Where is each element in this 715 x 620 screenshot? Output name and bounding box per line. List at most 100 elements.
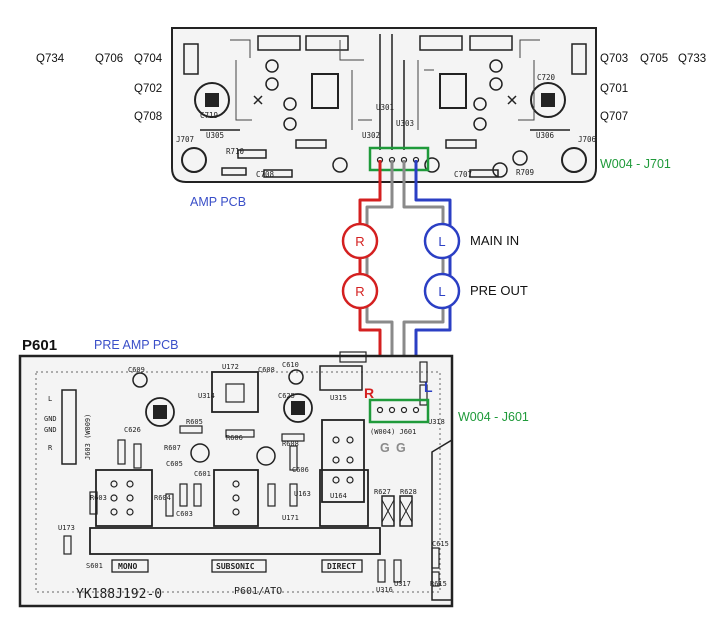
label-u317: U317	[394, 580, 411, 588]
label-r606: R606	[226, 434, 243, 442]
label-u301: U301	[376, 103, 394, 112]
switch-block-2	[213, 469, 259, 527]
label-j706: J706	[578, 135, 597, 144]
label-r709: R709	[516, 168, 534, 177]
label-q703: Q703	[600, 53, 628, 65]
label-u173: U173	[58, 524, 75, 532]
switch-block-1	[95, 469, 153, 527]
label-c605: C605	[166, 460, 183, 468]
capacitor-c719	[194, 82, 230, 118]
label-u163: U163	[294, 490, 311, 498]
label-s601: S601	[86, 562, 103, 570]
label-r604: R604	[154, 494, 171, 502]
main-in-l-circle	[423, 222, 461, 260]
label-q708: Q708	[134, 111, 162, 123]
wire-l	[414, 160, 452, 410]
pre-amp-connector-label: W004 - J601	[458, 410, 529, 424]
label-c610: C610	[282, 361, 299, 369]
label-c626: C626	[124, 426, 141, 434]
label-q701: Q701	[600, 83, 628, 95]
capacitor-c626	[145, 397, 175, 427]
pre-amp-board-id: P601	[22, 337, 57, 354]
amp-ic-left	[311, 73, 339, 109]
button-subsonic[interactable]	[211, 559, 267, 573]
label-j707: J707	[176, 135, 194, 144]
wire-r	[358, 160, 382, 410]
switch-block-3	[319, 469, 369, 527]
board-code: P601/ATO	[234, 586, 282, 597]
label-c603: C603	[176, 510, 193, 518]
button-direct[interactable]	[321, 559, 363, 573]
part-number: YK188J192-0	[76, 587, 162, 602]
j601-channel-r: R	[364, 385, 374, 401]
button-direct-label: DIRECT	[327, 562, 356, 571]
pre-out-r-label: R	[355, 284, 364, 299]
label-c608: C608	[258, 366, 275, 374]
label-u306: U306	[536, 131, 555, 140]
j603-pin-gnd-1: GND	[44, 415, 57, 423]
button-mono[interactable]	[111, 559, 149, 573]
main-in-l-label: L	[438, 234, 445, 249]
main-in-r-circle	[341, 222, 379, 260]
label-c606: C606	[292, 466, 309, 474]
j603-pin-l: L	[48, 395, 52, 403]
label-q704: Q704	[134, 53, 163, 65]
label-u315: U315	[330, 394, 347, 402]
capacitor-c720	[530, 82, 566, 118]
label-r608: R608	[282, 440, 299, 448]
wire-ground-2	[402, 160, 445, 410]
label-c708: C708	[256, 170, 275, 179]
main-in-group: R L MAIN IN	[341, 222, 519, 260]
amp-pcb-board: C719 C720 J707 J706 U305 U306 U301 U302 …	[171, 27, 597, 183]
label-u318: U318	[428, 418, 445, 426]
pre-out-group: R L PRE OUT	[341, 272, 528, 310]
switch-bar	[89, 527, 381, 555]
pre-out-r-circle	[341, 272, 379, 310]
label-u316: U316	[376, 586, 393, 594]
label-u171: U171	[282, 514, 299, 522]
label-u172: U172	[222, 363, 239, 371]
main-in-r-label: R	[355, 234, 364, 249]
ground-label-1: G	[380, 441, 390, 455]
j603-label: J603 (W009)	[84, 414, 92, 460]
connector-j601	[368, 398, 430, 424]
label-u305: U305	[206, 131, 224, 140]
label-c615: C615	[432, 540, 449, 548]
j601-channel-l: L	[424, 379, 433, 395]
label-r615: R615	[430, 580, 447, 588]
ground-label-2: G	[396, 441, 406, 455]
label-u314: U314	[198, 392, 215, 400]
label-r710: R710	[226, 147, 245, 156]
amp-pcb-label: AMP PCB	[190, 195, 246, 209]
label-c601: C601	[194, 470, 211, 478]
label-q734: Q734	[36, 53, 65, 65]
mounting-hole	[561, 147, 587, 173]
label-r607: R607	[164, 444, 181, 452]
label-q706: Q706	[95, 53, 123, 65]
label-u303: U303	[396, 119, 414, 128]
label-u164: U164	[330, 492, 347, 500]
label-q707: Q707	[600, 111, 628, 123]
pre-amp-pcb-label: PRE AMP PCB	[94, 338, 179, 352]
connector-j701	[368, 146, 430, 172]
ic-u172	[211, 371, 259, 413]
pre-out-l-label: L	[438, 284, 445, 299]
mounting-hole	[181, 147, 207, 173]
connector-u315	[319, 365, 363, 391]
j603-pin-gnd-2: GND	[44, 426, 57, 434]
jack-j603	[61, 389, 77, 465]
label-r628: R628	[400, 488, 417, 496]
main-in-label: MAIN IN	[470, 233, 519, 248]
amp-connector-label: W004 - J701	[600, 157, 671, 171]
pre-amp-pcb-board	[18, 351, 454, 608]
resistor-r627	[381, 495, 395, 527]
label-q733: Q733	[678, 53, 706, 65]
label-c625: C625	[278, 392, 295, 400]
label-r603: R603	[90, 494, 107, 502]
label-r605: R605	[186, 418, 203, 426]
label-c609: C609	[128, 366, 145, 374]
label-r627: R627	[374, 488, 391, 496]
label-q702: Q702	[134, 83, 162, 95]
pre-out-l-circle	[423, 272, 461, 310]
